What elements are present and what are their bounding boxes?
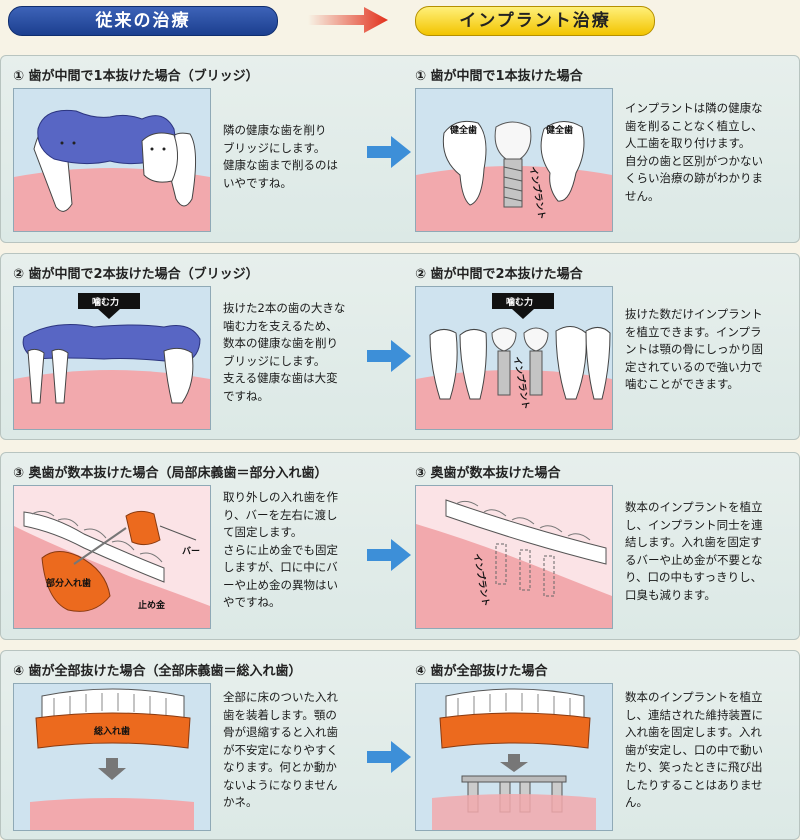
bar-label: バー bbox=[182, 546, 200, 557]
clasp-label: 止め金 bbox=[138, 599, 166, 611]
row4-left-title: ④ 歯が全部抜けた場合（全部床義歯＝総入れ歯） bbox=[13, 664, 302, 679]
row-one-missing-tooth: ① 歯が中間で1本抜けた場合（ブリッジ） ① 歯が中間で1本抜けた場合 隣の健康… bbox=[0, 55, 800, 243]
implant-back-teeth-illustration: インプラント bbox=[415, 485, 613, 629]
bridge-one-tooth-illustration bbox=[13, 88, 211, 232]
row3-left-description: 取り外しの入れ歯を作 り、バーを左右に渡し て固定します。 さらに止め金でも固定… bbox=[223, 490, 338, 609]
full-denture-label: 総入れ歯 bbox=[94, 725, 130, 737]
row4-left-description: 全部に床のついた入れ 歯を装着します。顎の 骨が退縮すると入れ歯 が不安定になり… bbox=[223, 690, 338, 809]
row3-right-title: ③ 奥歯が数本抜けた場合 bbox=[415, 466, 561, 481]
bite-force-label-right: 噛む力 bbox=[506, 296, 533, 308]
row4-right-description: 数本のインプラントを植立 し、連結された維持装置に 入れ歯を固定します。入れ 歯… bbox=[625, 690, 763, 809]
row1-left-title: ① 歯が中間で1本抜けた場合（ブリッジ） bbox=[13, 69, 259, 84]
blue-arrow-icon bbox=[367, 539, 411, 571]
full-denture-illustration: 総入れ歯 bbox=[13, 683, 211, 831]
implant-full-denture-illustration bbox=[415, 683, 613, 831]
healthy-tooth-label-right: 健全歯 bbox=[546, 124, 573, 136]
row1-right-description: インプラントは隣の健康な 歯を削ることなく植立し、 人工歯を取り付けます。 自分… bbox=[625, 101, 763, 203]
implant-two-teeth-illustration: 噛む力 インプラント bbox=[415, 286, 613, 430]
header-conventional-treatment: 従来の治療 bbox=[8, 6, 278, 36]
red-arrow-icon bbox=[308, 7, 388, 33]
row-two-missing-teeth: ② 歯が中間で2本抜けた場合（ブリッジ） ② 歯が中間で2本抜けた場合 噛む力 … bbox=[0, 253, 800, 440]
bridge-two-teeth-illustration: 噛む力 bbox=[13, 286, 211, 430]
blue-arrow-icon bbox=[367, 340, 411, 372]
partial-denture-illustration: 部分入れ歯 バー 止め金 bbox=[13, 485, 211, 629]
row-all-teeth-missing: ④ 歯が全部抜けた場合（全部床義歯＝総入れ歯） ④ 歯が全部抜けた場合 総入れ歯… bbox=[0, 650, 800, 840]
partial-denture-label: 部分入れ歯 bbox=[46, 577, 91, 589]
healthy-tooth-label-left: 健全歯 bbox=[450, 124, 477, 136]
row2-right-description: 抜けた数だけインプラント を植立できます。インプラ ントは顎の骨にしっかり固 定… bbox=[625, 307, 763, 391]
blue-arrow-icon bbox=[367, 741, 411, 773]
implant-one-tooth-illustration: 健全歯 健全歯 インプラント bbox=[415, 88, 613, 232]
row3-left-title: ③ 奥歯が数本抜けた場合（局部床義歯＝部分入れ歯） bbox=[13, 466, 328, 481]
row2-left-description: 抜けた2本の歯の大きな 噛む力を支えるため、 数本の健康な歯を削り ブリッジにし… bbox=[223, 301, 346, 403]
bite-force-label-left: 噛む力 bbox=[92, 296, 119, 308]
row4-right-title: ④ 歯が全部抜けた場合 bbox=[415, 664, 548, 679]
header-implant-treatment: インプラント治療 bbox=[415, 6, 655, 36]
blue-arrow-icon bbox=[367, 136, 411, 168]
row3-right-description: 数本のインプラントを植立 し、インプラント同士を連 結します。入れ歯を固定す る… bbox=[625, 500, 763, 602]
row1-right-title: ① 歯が中間で1本抜けた場合 bbox=[415, 69, 583, 84]
row2-right-title: ② 歯が中間で2本抜けた場合 bbox=[415, 267, 583, 282]
row1-left-description: 隣の健康な歯を削り ブリッジにします。 健康な歯まで削るのは いやですね。 bbox=[223, 123, 338, 190]
row-back-teeth-missing: ③ 奥歯が数本抜けた場合（局部床義歯＝部分入れ歯） ③ 奥歯が数本抜けた場合 部… bbox=[0, 452, 800, 640]
row2-left-title: ② 歯が中間で2本抜けた場合（ブリッジ） bbox=[13, 267, 259, 282]
